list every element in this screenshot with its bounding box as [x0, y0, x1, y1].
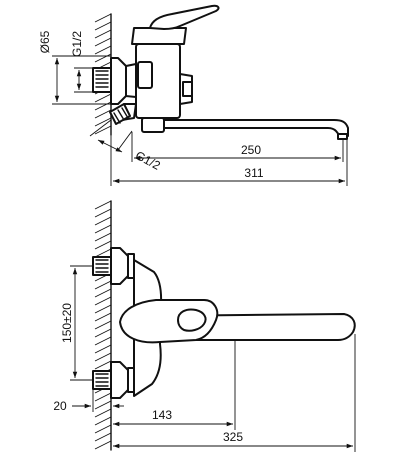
hatch-line [94, 240, 112, 250]
spout-length-label: 250 [241, 143, 261, 157]
bottom-lever [119, 299, 219, 344]
top-spout [141, 117, 349, 140]
hatch-line [94, 312, 112, 322]
hatch-line [94, 416, 112, 426]
top-view: Ø65 G1/2 G1/2 250 311 [38, 4, 349, 186]
bottom-view: 150±20 20 143 325 [53, 200, 356, 452]
hatch-line [94, 101, 112, 111]
hatch-line [94, 360, 112, 370]
hatch-line [94, 432, 112, 442]
hatch-line [94, 29, 112, 39]
top-aerator [337, 133, 348, 140]
diameter-label: Ø65 [38, 30, 52, 53]
dim-diameter: Ø65 [38, 30, 111, 105]
top-escutcheon [110, 57, 127, 105]
overall-length-bottom-label: 325 [223, 430, 243, 444]
dim-body-offset: 143 [110, 340, 236, 430]
hatch-line [94, 216, 112, 226]
hatch-line [94, 125, 112, 135]
dim-overall-bottom: 325 [113, 334, 356, 452]
thread-angled-label: G1/2 [133, 148, 163, 173]
hatch-line [94, 21, 112, 31]
thread-vertical-label: G1/2 [70, 31, 84, 57]
hatch-line [94, 280, 112, 290]
top-lever-handle [149, 4, 220, 30]
hatch-line [94, 109, 112, 119]
hatch-line [94, 93, 112, 103]
hatch-line [94, 53, 112, 63]
hatch-line [94, 328, 112, 338]
bottom-inlet-lower [92, 361, 135, 399]
dim-center-distance: 150±20 [60, 265, 93, 381]
hatch-line [94, 400, 112, 410]
hatch-line [94, 117, 112, 127]
hatch-line [94, 208, 112, 218]
bottom-wall [94, 200, 112, 451]
top-cartridge-cap [131, 27, 187, 45]
bottom-lever-opening [177, 308, 207, 332]
overall-length-top-label: 311 [244, 166, 263, 180]
top-spout-swivel [141, 117, 165, 133]
hatch-line [94, 45, 112, 55]
hatch-line [94, 424, 112, 434]
dim-wall-offset: 20 [53, 389, 124, 413]
top-mixer-body [125, 4, 220, 119]
body-offset-label: 143 [152, 408, 172, 422]
hatch-line [94, 408, 112, 418]
hatch-line [94, 37, 112, 47]
hatch-line [94, 248, 112, 258]
hatch-line [94, 440, 112, 450]
hatch-line [94, 13, 112, 23]
hatch-line [94, 304, 112, 314]
dim-overall-top: 311 [110, 135, 348, 186]
bottom-wall-hatch [94, 200, 112, 450]
hatch-line [94, 200, 112, 210]
top-body-boss [137, 61, 153, 89]
hatch-line [94, 344, 112, 354]
hatch-line [94, 288, 112, 298]
hatch-line [94, 352, 112, 362]
hatch-line [94, 224, 112, 234]
hatch-line [94, 336, 112, 346]
wall-offset-label: 20 [53, 399, 67, 413]
hatch-line [94, 320, 112, 330]
hatch-line [94, 232, 112, 242]
center-distance-label: 150±20 [60, 303, 74, 343]
dim-thread-vertical: G1/2 [70, 31, 93, 93]
top-shower-outlet [109, 103, 137, 125]
dim-spout-length: 250 [131, 132, 344, 162]
top-inlet-fitting [92, 57, 127, 105]
top-spout-tube [163, 119, 349, 137]
hatch-line [94, 392, 112, 402]
hatch-line [94, 296, 112, 306]
